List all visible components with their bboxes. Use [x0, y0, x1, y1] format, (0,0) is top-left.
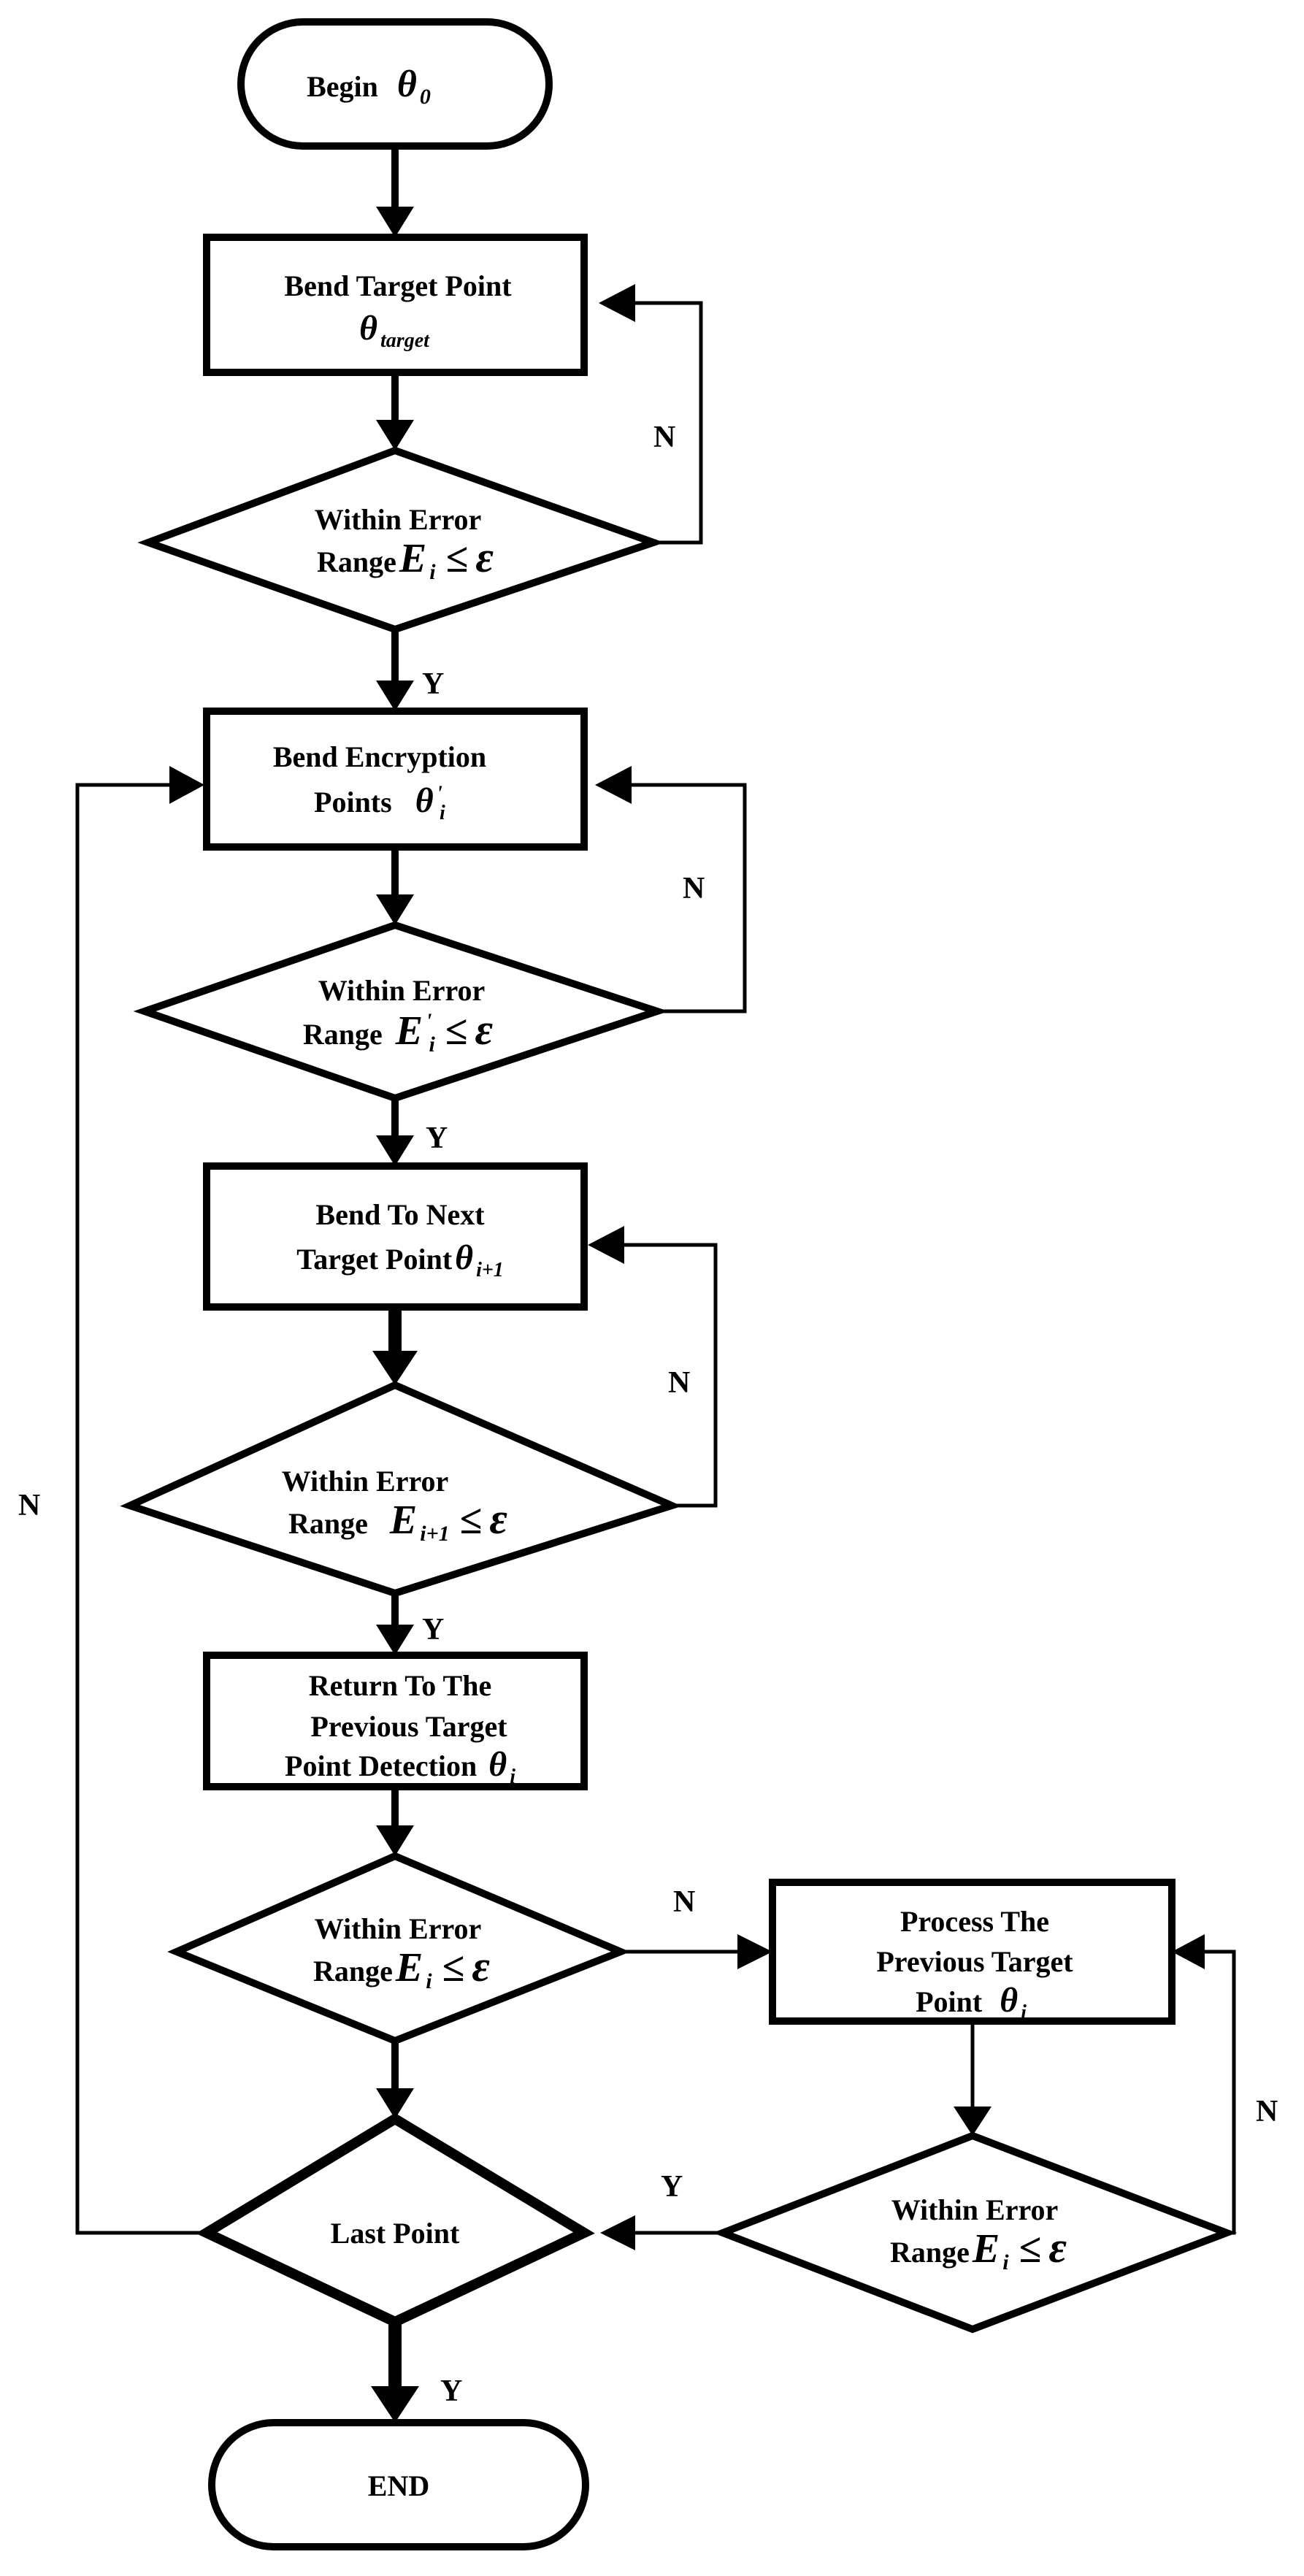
label-n: N — [18, 1489, 40, 1522]
arrowhead — [376, 1625, 414, 1655]
label-n: N — [673, 1885, 695, 1919]
decision-1-line2: Range E i ≤ ε — [317, 533, 494, 584]
label-y: Y — [440, 2374, 462, 2408]
arrowheads — [169, 207, 1205, 2423]
arrowhead — [376, 1135, 414, 1166]
arrowhead — [600, 2215, 635, 2250]
begin-terminal — [237, 18, 553, 150]
bend-encryption-box — [203, 708, 588, 851]
bend-next-line2: Target Point θ i+1 — [296, 1238, 504, 1281]
bend-encryption-line1: Bend Encryption — [273, 740, 486, 773]
label-n: N — [683, 872, 705, 905]
process-previous-line1: Process The — [900, 1905, 1049, 1938]
arrowhead — [371, 2386, 419, 2423]
decision-2 — [133, 921, 669, 1103]
decision-1 — [137, 446, 665, 634]
edge-d1-no-loop — [635, 301, 703, 545]
arrowhead — [376, 420, 414, 451]
decision-5-line1: Within Error — [891, 2193, 1059, 2226]
arrowhead — [376, 894, 414, 925]
decision-3-line1: Within Error — [282, 1465, 449, 1498]
edge-d5-no-loop — [1205, 1950, 1236, 2235]
arrowhead — [588, 1226, 624, 1264]
arrowhead — [1172, 1934, 1205, 1969]
end-terminal — [208, 2419, 589, 2550]
return-previous-line2: Previous Target — [310, 1710, 507, 1743]
edge-d3-no-loop — [624, 1243, 718, 1508]
arrowhead — [376, 681, 414, 711]
arrowhead — [737, 1934, 772, 1969]
label-y: Y — [422, 667, 444, 701]
decision-1-line1: Within Error — [315, 503, 482, 536]
edge-d2-no-loop — [632, 783, 747, 1013]
bend-target-symbol: θ target — [359, 309, 430, 352]
arrowhead — [376, 1825, 414, 1856]
bend-next-line1: Bend To Next — [315, 1198, 485, 1231]
bend-next-box — [203, 1162, 588, 1311]
decision-4-line1: Within Error — [315, 1912, 482, 1945]
connectors — [75, 146, 1236, 2386]
decision-2-line2: Range E ' i ≤ ε — [303, 1005, 494, 1057]
process-previous-box — [769, 1879, 1175, 2025]
return-previous-box — [203, 1652, 588, 1790]
bend-encryption-line2: Points θ ' i — [314, 781, 445, 824]
bend-target-label: Bend Target Point — [284, 269, 512, 302]
decision-last-point — [196, 2112, 595, 2328]
bend-target-box — [203, 234, 588, 376]
last-point-label: Last Point — [331, 2217, 460, 2250]
begin-text: Begin θ 0 — [307, 64, 431, 109]
arrowhead — [169, 766, 204, 804]
process-previous-line2: Previous Target — [876, 1945, 1073, 1978]
arrowhead — [599, 284, 635, 322]
arrowhead — [372, 1351, 418, 1385]
return-previous-line3: Point Detection θ i — [285, 1745, 515, 1788]
label-n: N — [653, 421, 675, 454]
end-text: END — [368, 2469, 429, 2502]
decision-2-line1: Within Error — [318, 974, 486, 1007]
label-n: N — [668, 1366, 690, 1400]
label-y: Y — [426, 1122, 448, 1155]
arrowhead — [595, 766, 632, 804]
label-n: N — [1256, 2095, 1278, 2128]
edge-labels: N Y N Y N Y N N N Y Y — [18, 421, 1278, 2408]
return-previous-line1: Return To The — [309, 1669, 491, 1702]
arrowhead — [954, 2107, 992, 2136]
arrowhead — [376, 2088, 414, 2119]
process-previous-line3: Point θ i — [916, 1981, 1027, 2024]
label-y: Y — [422, 1613, 444, 1647]
decision-3-line2: Range E i+1 ≤ ε — [288, 1495, 507, 1546]
decision-4-line2: Range E i ≤ ε — [313, 1942, 490, 1993]
decision-5 — [713, 2131, 1238, 2334]
decision-4 — [167, 1852, 631, 2045]
label-y: Y — [661, 2170, 683, 2204]
arrowhead — [376, 207, 414, 237]
edge-last-no-loop — [75, 783, 207, 2235]
decision-5-line2: Range E i ≤ ε — [890, 2223, 1067, 2274]
decision-3 — [120, 1381, 683, 1598]
